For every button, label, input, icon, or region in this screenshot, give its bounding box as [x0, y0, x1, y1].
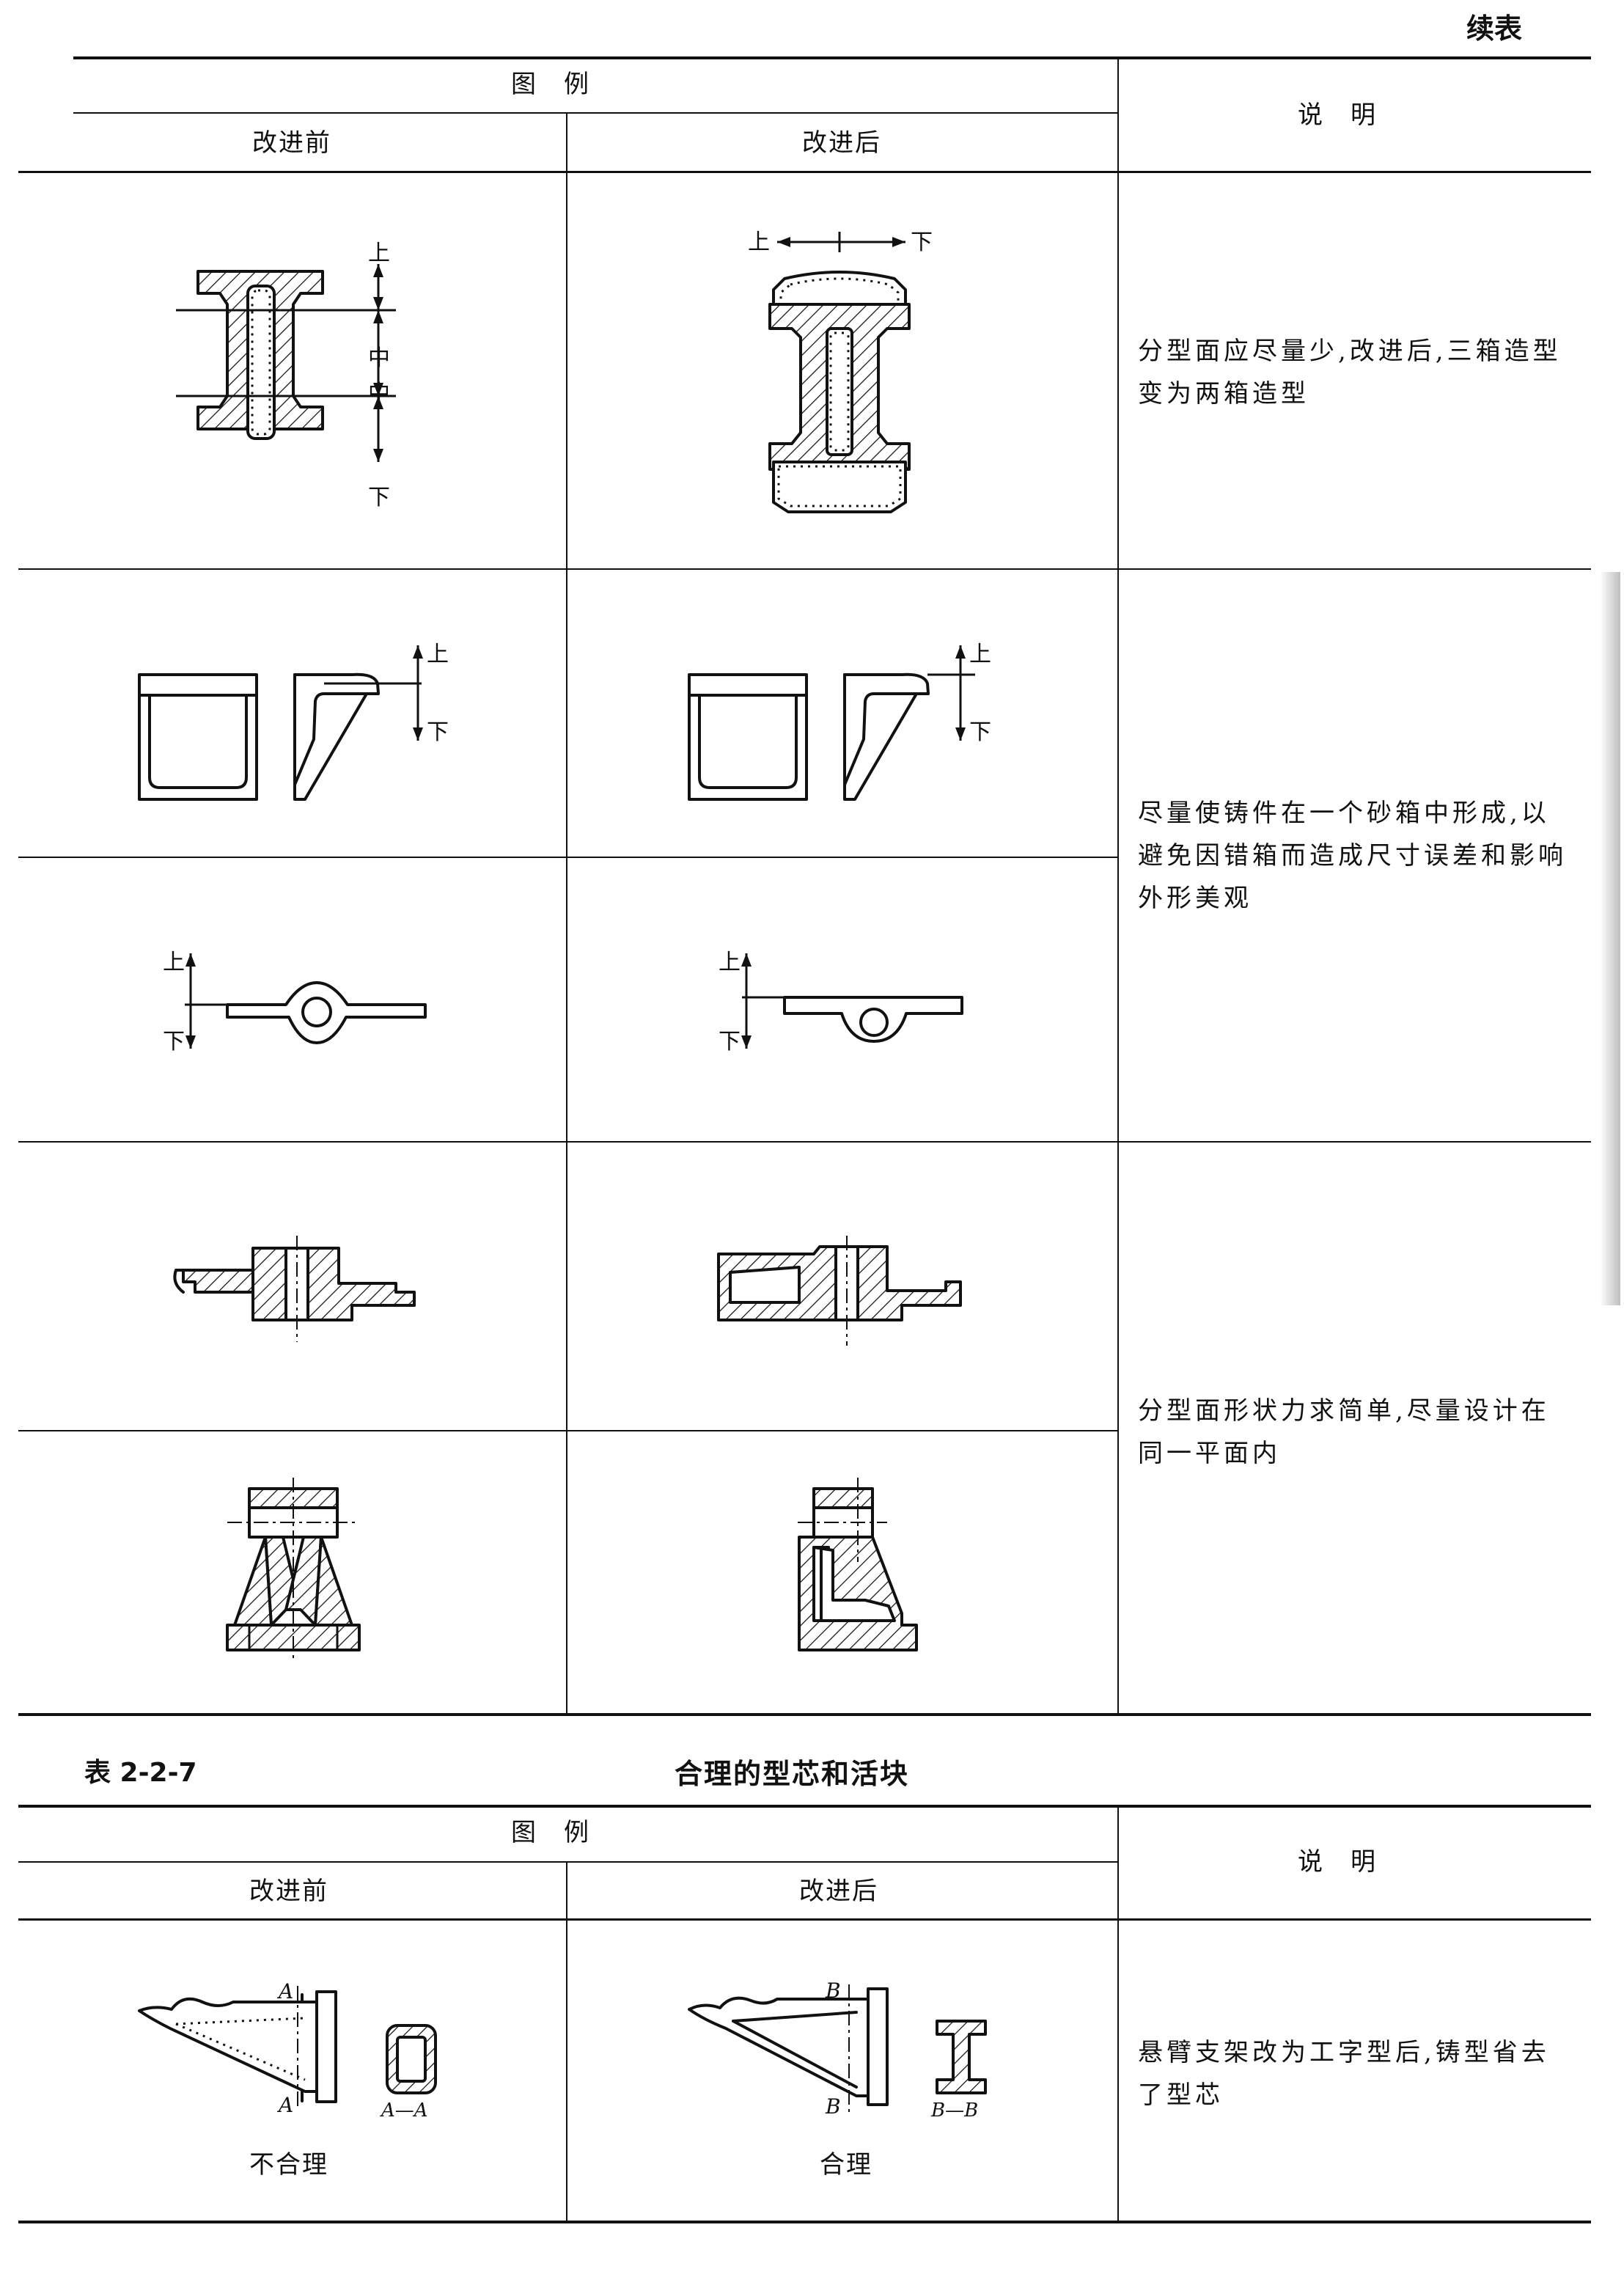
svg-text:下: 下 — [427, 719, 449, 745]
row2-description: 尽量使铸件在一个砂箱中形成,以避免因错箱而造成尺寸误差和影响外形美观 — [1138, 799, 1567, 913]
drawing-flanged-hub-after — [717, 1236, 962, 1346]
drawing-cantilever-i-beam: B B B—B — [688, 1979, 987, 2122]
label-top: 上 — [368, 241, 390, 266]
header-figure: 图 例 — [511, 70, 590, 99]
label-middle-1: 中 — [368, 345, 390, 371]
svg-text:上: 上 — [719, 950, 741, 975]
after-caption: 合理 — [820, 2150, 872, 2179]
header-after: 改进后 — [802, 128, 881, 158]
row-description: 悬臂支架改为工字型后,铸型省去了型芯 — [1138, 2038, 1550, 2110]
header-figure: 图 例 — [511, 1818, 590, 1847]
drawing-boss-bar-before: 上 下 — [163, 950, 427, 1055]
table-number: 表 2-2-7 — [84, 1758, 197, 1788]
drawing-cantilever-cored: A A A—A — [138, 1979, 437, 2122]
label-bottom: 下 — [911, 230, 933, 255]
svg-text:下: 下 — [719, 1029, 741, 1055]
scan-edge-shadow — [1600, 572, 1620, 1305]
svg-text:下: 下 — [163, 1029, 185, 1055]
drawing-flanged-hub-before — [173, 1236, 416, 1342]
row3-description: 分型面形状力求简单,尽量设计在同一平面内 — [1138, 1396, 1550, 1468]
before-caption: 不合理 — [249, 2150, 328, 2179]
svg-text:B: B — [825, 2094, 841, 2119]
drawing-two-box-spool: 上 下 — [748, 230, 933, 513]
drawing-box-bracket-before: 上 下 — [138, 642, 449, 801]
header-after: 改进后 — [799, 1877, 878, 1906]
svg-text:下: 下 — [969, 719, 991, 745]
label-top: 上 — [748, 230, 770, 255]
header-before: 改进前 — [249, 1877, 328, 1906]
row1-description: 分型面应尽量少,改进后,三箱造型变为两箱造型 — [1138, 337, 1562, 408]
label-middle-2: 中 — [368, 381, 390, 406]
svg-text:A: A — [276, 2093, 293, 2117]
svg-text:B: B — [825, 1979, 841, 2003]
svg-text:上: 上 — [427, 642, 449, 667]
svg-text:B—B: B—B — [930, 2100, 978, 2122]
header-explanation: 说 明 — [1298, 1847, 1377, 1877]
svg-text:A—A: A—A — [380, 2100, 428, 2122]
svg-text:上: 上 — [163, 950, 185, 975]
drawing-boss-bar-after: 上 下 — [719, 950, 963, 1055]
continued-label: 续表 — [1466, 12, 1523, 45]
drawing-box-bracket-after: 上 下 — [688, 642, 991, 801]
drawing-three-box-spool: 上 中 中 下 — [176, 241, 396, 510]
table-title: 合理的型芯和活块 — [675, 1758, 910, 1790]
svg-text:上: 上 — [969, 642, 991, 667]
label-bottom: 下 — [368, 485, 390, 510]
svg-text:A: A — [276, 1979, 293, 2003]
drawing-c-bracket-after — [798, 1478, 918, 1651]
header-before: 改进前 — [252, 128, 331, 158]
header-explanation: 说 明 — [1298, 100, 1377, 130]
drawing-pedestal-before — [226, 1478, 361, 1661]
